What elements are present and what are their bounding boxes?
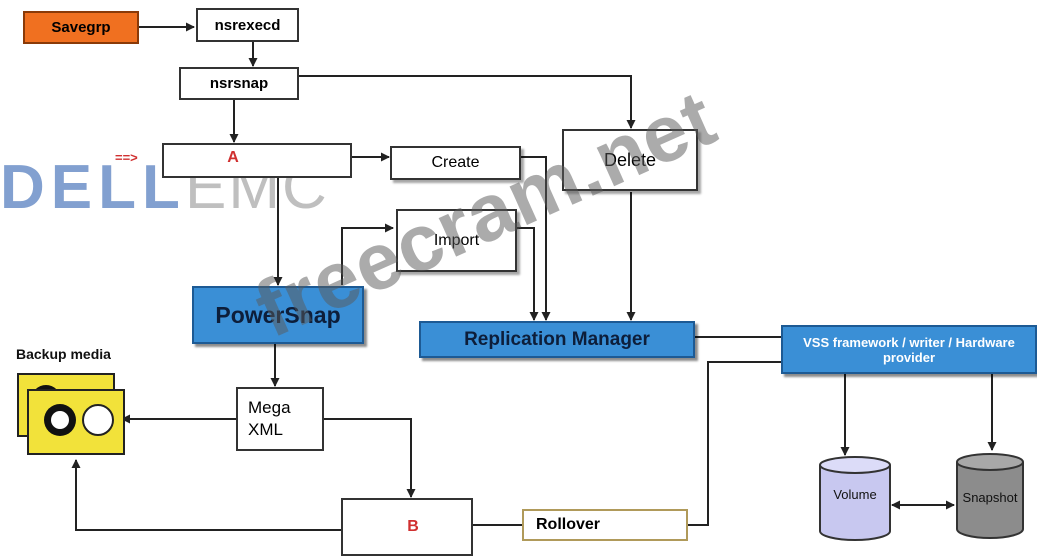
edge-b-media <box>71 459 341 531</box>
edge-megaxml-b <box>324 418 416 498</box>
nsrsnap-label: nsrsnap <box>209 75 269 92</box>
delete-label: Delete <box>603 149 657 170</box>
mega-xml-label-line1: Mega <box>248 398 291 417</box>
snapshot-node: Snapshot <box>955 452 1025 540</box>
edge-rollover-vss <box>688 361 781 526</box>
backup-media-icon <box>16 372 126 458</box>
vss-node: VSS framework / writer / Hardware provid… <box>781 325 1037 374</box>
a-node: A <box>162 143 352 178</box>
create-label: Create <box>431 154 480 171</box>
volume-cylinder-icon <box>819 456 891 541</box>
import-label: Import <box>433 231 480 249</box>
delete-node: Delete <box>562 129 698 191</box>
vss-label: VSS framework / writer / Hardware provid… <box>803 334 1015 365</box>
a-marker: ==> <box>115 150 138 165</box>
snapshot-cylinder-icon <box>956 453 1024 539</box>
create-node: Create <box>390 146 521 180</box>
powersnap-node: PowerSnap <box>192 286 364 344</box>
b-node: B <box>341 498 473 556</box>
edge-powersnap-import <box>341 223 394 285</box>
powersnap-label: PowerSnap <box>215 301 341 328</box>
nsrexecd-node: nsrexecd <box>196 8 299 42</box>
mega-xml-node: Mega XML <box>236 387 324 451</box>
edge-import-rm <box>517 227 539 321</box>
nsrsnap-node: nsrsnap <box>179 67 299 100</box>
savegrp-node: Savegrp <box>23 11 139 44</box>
volume-node: Volume <box>818 455 892 542</box>
edge-create-rm <box>521 156 551 321</box>
volume-label: Volume <box>833 487 877 502</box>
backup-media-label: Backup media <box>16 346 111 362</box>
nsrexecd-label: nsrexecd <box>214 16 281 34</box>
rollover-label: Rollover <box>536 516 601 533</box>
mega-xml-label-line2: XML <box>248 420 283 439</box>
import-node: Import <box>396 209 517 272</box>
a-label: A <box>227 148 239 166</box>
replication-manager-label: Replication Manager <box>464 328 650 350</box>
tape-cards-icon <box>17 373 125 455</box>
edge-nsrsnap-delete <box>299 75 636 129</box>
rollover-node: Rollover <box>522 509 688 541</box>
replication-manager-node: Replication Manager <box>419 321 695 358</box>
savegrp-label: Savegrp <box>51 19 111 36</box>
snapshot-label: Snapshot <box>962 490 1018 505</box>
b-label: B <box>407 518 419 535</box>
